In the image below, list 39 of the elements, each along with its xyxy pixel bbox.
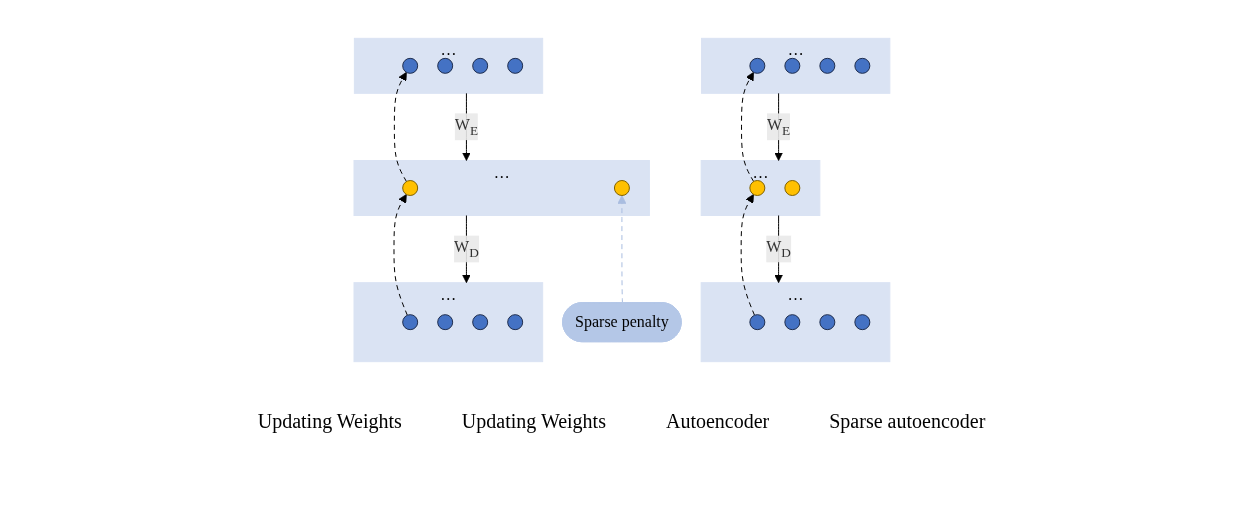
text-label: Updating Weights xyxy=(257,410,402,433)
arrow xyxy=(740,71,754,182)
edge-label: W$_{E}$ xyxy=(766,116,790,138)
node-circle xyxy=(613,180,630,196)
node-circle xyxy=(748,57,765,74)
cluster: … xyxy=(353,160,650,216)
node-circle xyxy=(471,57,488,74)
cluster: … xyxy=(353,282,543,363)
node-circle xyxy=(783,314,800,331)
text-label: Sparse autoencoder xyxy=(829,410,986,433)
arrow xyxy=(740,194,755,316)
node-circle xyxy=(471,314,488,331)
node-circle xyxy=(506,314,523,331)
node-circle xyxy=(748,180,765,196)
node-circle xyxy=(401,57,418,74)
node-circle xyxy=(818,57,835,74)
node-circle xyxy=(783,57,800,74)
node-circle xyxy=(436,314,453,331)
cluster: … xyxy=(700,282,890,363)
cluster: … xyxy=(700,160,820,216)
text-label: Autoencoder xyxy=(665,410,770,433)
node-circle xyxy=(506,57,523,74)
node-circle xyxy=(853,314,870,331)
edge-label: W$_{D}$ xyxy=(453,238,479,260)
cluster: … xyxy=(353,37,543,94)
node-circle xyxy=(748,314,765,331)
node-circle xyxy=(853,57,870,74)
arrow xyxy=(617,195,626,304)
node-circle xyxy=(401,180,418,196)
node-circle xyxy=(818,314,835,331)
node-circle xyxy=(401,314,418,331)
cluster: … xyxy=(700,37,890,94)
node-circle xyxy=(783,180,800,196)
node-circle xyxy=(436,57,453,74)
edge-label: W$_{E}$ xyxy=(454,116,478,138)
edge-label: W$_{D}$ xyxy=(765,238,791,260)
text-label: Updating Weights xyxy=(461,410,606,433)
arrow xyxy=(393,71,407,182)
arrow xyxy=(393,194,408,316)
